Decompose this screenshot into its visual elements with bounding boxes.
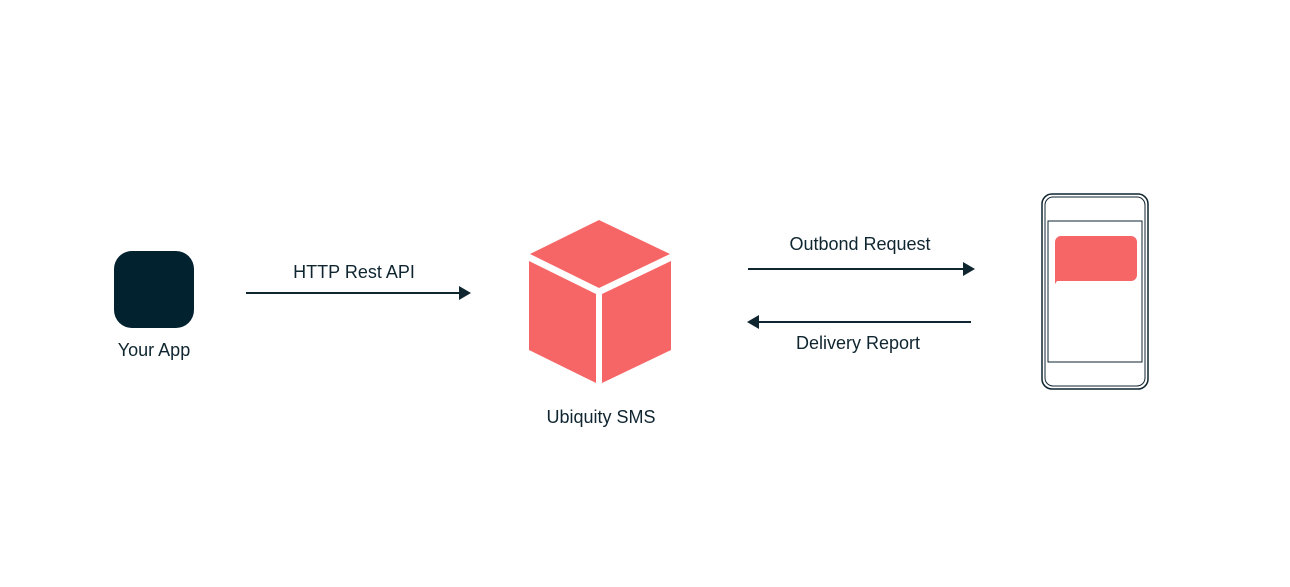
http-arrow (246, 286, 471, 300)
your-app-label: Your App (117, 340, 191, 360)
delivery-report-label: Delivery Report (795, 333, 921, 353)
message-bubble-icon (1054, 236, 1137, 284)
app-tile-icon (114, 251, 194, 328)
http-rest-api-label: HTTP Rest API (293, 262, 415, 282)
outbound-arrow (748, 262, 975, 276)
smartphone-icon (1041, 193, 1149, 390)
outbound-request-label: Outbond Request (789, 234, 931, 254)
cube-icon (529, 220, 671, 383)
delivery-arrow (747, 315, 971, 329)
ubiquity-sms-label: Ubiquity SMS (546, 407, 656, 427)
